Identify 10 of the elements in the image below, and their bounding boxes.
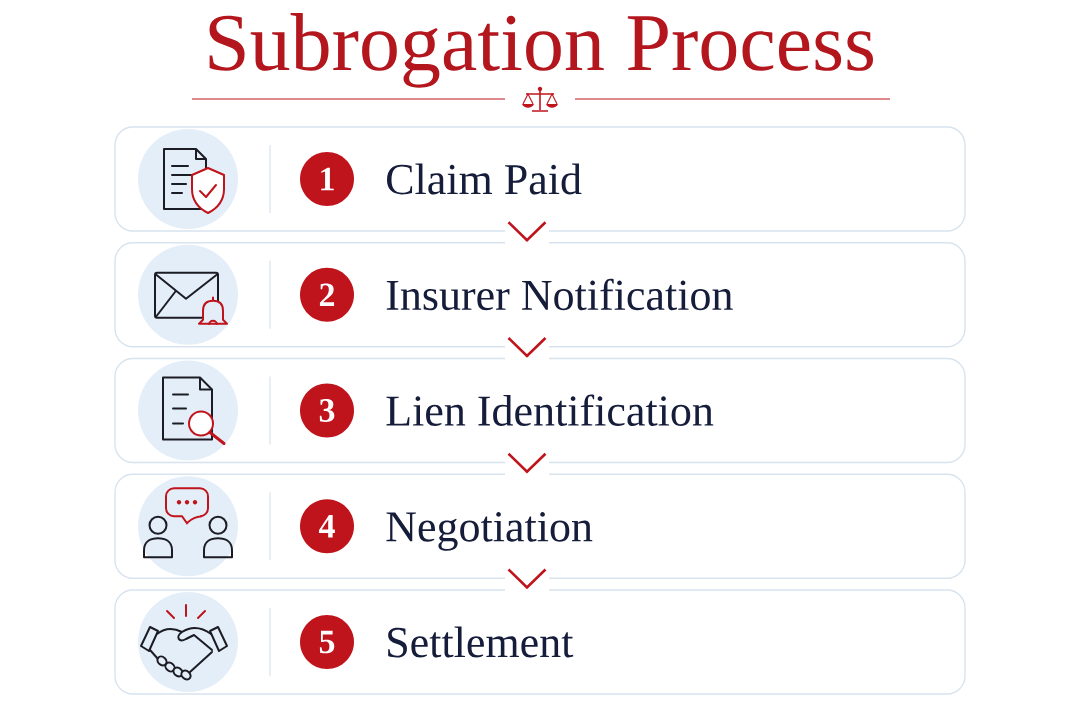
- number-badge: 1: [300, 152, 354, 206]
- number-badge: 4: [300, 499, 354, 554]
- chevron-arrow: [504, 568, 549, 593]
- chevron-arrow: [504, 452, 549, 477]
- chevron-arrow: [504, 337, 549, 361]
- title: Subrogation Process: [209, 13, 873, 88]
- number-badge: 2: [300, 267, 354, 322]
- chevron-arrow: [504, 221, 549, 246]
- number-badge: 3: [300, 383, 354, 438]
- number-badge: 5: [300, 615, 354, 669]
